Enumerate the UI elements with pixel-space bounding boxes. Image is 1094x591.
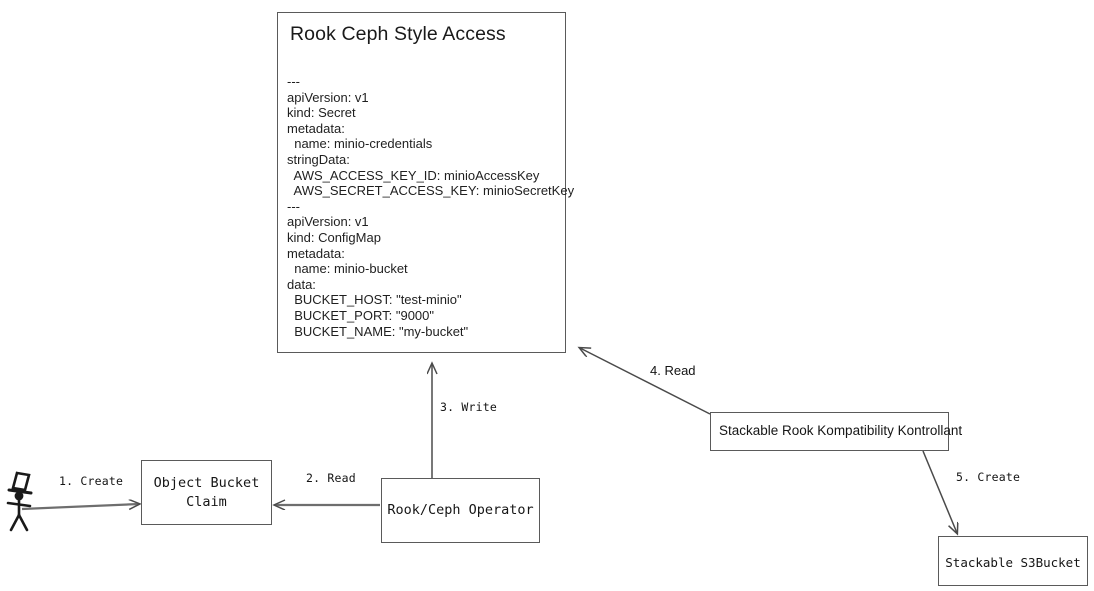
edge-4-read-arrow bbox=[580, 348, 711, 415]
rook-ceph-style-access-panel: Rook Ceph Style Access --- apiVersion: v… bbox=[277, 12, 575, 353]
panel-title: Rook Ceph Style Access bbox=[290, 23, 506, 45]
node-object-bucket-claim-label: Object Bucket Claim bbox=[153, 475, 260, 510]
node-rook-ceph-operator[interactable]: Rook/Ceph Operator bbox=[381, 478, 540, 543]
node-rook-ceph-operator-label: Rook/Ceph Operator bbox=[387, 502, 534, 518]
node-stackable-s3bucket[interactable]: Stackable S3Bucket bbox=[938, 536, 1088, 586]
edge-5-label: 5. Create bbox=[956, 470, 1021, 484]
yaml-manifest-text: --- apiVersion: v1 kind: Secret metadata… bbox=[287, 74, 575, 339]
edge-1-label: 1. Create bbox=[59, 474, 124, 488]
node-object-bucket-claim[interactable]: Object Bucket Claim bbox=[141, 460, 272, 525]
node-stackable-rook-kompatibility-kontrollant-label: Stackable Rook Kompatibility Kontrollant bbox=[719, 423, 963, 438]
node-stackable-s3bucket-label: Stackable S3Bucket bbox=[945, 555, 1081, 570]
node-stackable-rook-kompatibility-kontrollant[interactable]: Stackable Rook Kompatibility Kontrollant bbox=[710, 412, 962, 451]
edge-3-label: 3. Write bbox=[440, 400, 497, 414]
edge-5-create-arrow bbox=[922, 450, 957, 533]
user-stick-figure-icon bbox=[6, 471, 33, 532]
edge-2-label: 2. Read bbox=[306, 471, 356, 485]
edge-4-label: 4. Read bbox=[650, 363, 696, 378]
